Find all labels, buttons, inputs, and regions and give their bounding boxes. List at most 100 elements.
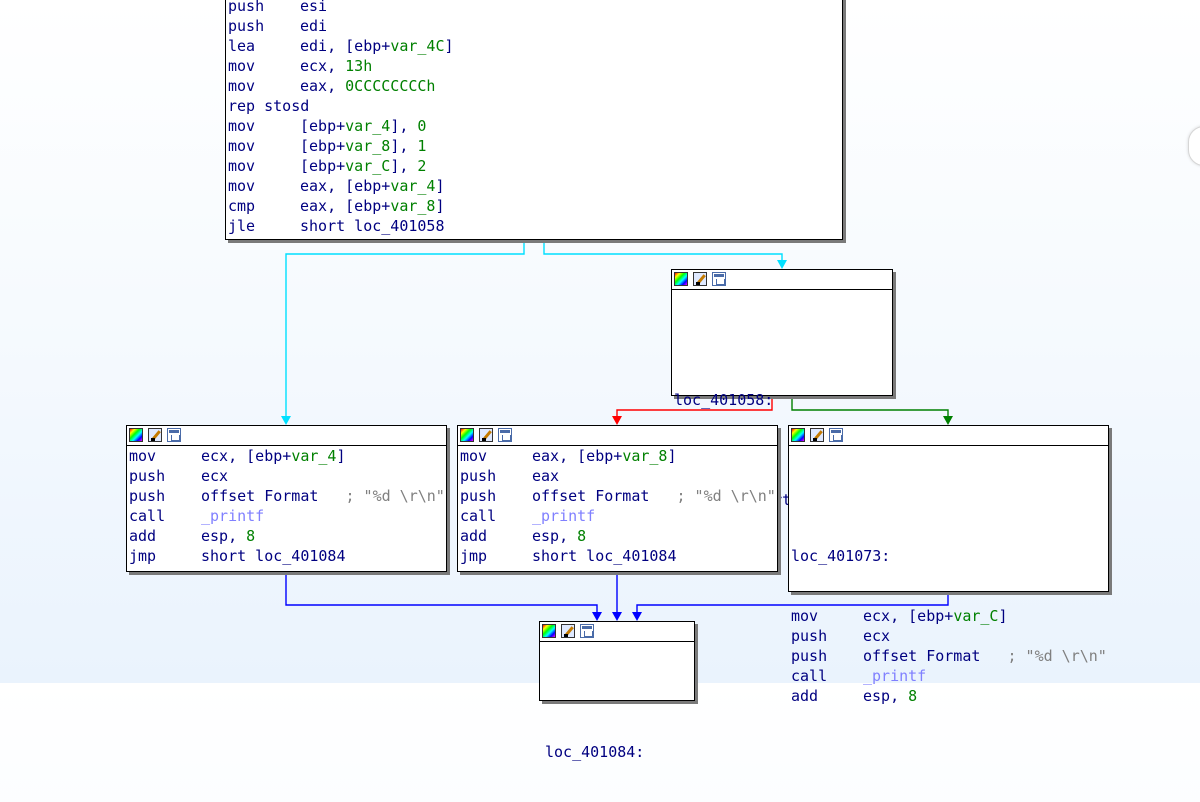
stack-variable: var_C xyxy=(953,607,999,625)
mnemonic: mov xyxy=(228,177,256,195)
operand-tail: ] xyxy=(667,447,677,465)
stack-variable: var_8 xyxy=(622,447,668,465)
edge-entry-to-loc-401058 xyxy=(543,240,783,260)
edit-icon[interactable] xyxy=(479,428,493,442)
edge-arrowhead xyxy=(943,416,953,425)
asm-line[interactable]: call_printf xyxy=(129,506,446,526)
operand: ecx, xyxy=(300,57,346,75)
edit-icon[interactable] xyxy=(148,428,162,442)
edit-icon[interactable] xyxy=(561,624,575,638)
operand-tail: ] xyxy=(444,37,454,55)
color-palette-icon[interactable] xyxy=(129,428,143,442)
immediate-value: 13h xyxy=(345,57,373,75)
block-loc-401058[interactable]: loc_401058: movedx, [ebp+var_8]cmpedx, [… xyxy=(671,269,893,509)
immediate-value: 2 xyxy=(417,157,427,175)
operand: esp, xyxy=(532,527,578,545)
block-label: loc_401073: xyxy=(791,547,891,565)
asm-line[interactable]: push ecx xyxy=(129,466,446,486)
mnemonic: push xyxy=(228,17,265,35)
mnemonic: call xyxy=(791,667,828,685)
operand: esp, xyxy=(863,687,909,705)
color-palette-icon[interactable] xyxy=(460,428,474,442)
color-palette-icon[interactable] xyxy=(791,428,805,442)
stack-variable: var_4 xyxy=(345,117,391,135)
color-palette-icon[interactable] xyxy=(674,272,688,286)
asm-line[interactable]: mov[ebp+var_8], 1 xyxy=(228,136,842,156)
asm-line[interactable]: mov[ebp+var_C], 2 xyxy=(228,156,842,176)
asm-line[interactable]: call_printf xyxy=(791,666,1108,686)
operand: short loc_401084 xyxy=(201,547,346,565)
mnemonic: push xyxy=(791,647,828,665)
mnemonic: jmp xyxy=(129,547,157,565)
graph-overview-icon[interactable] xyxy=(580,624,594,638)
asm-line[interactable]: jmp short loc_401084 xyxy=(129,546,446,566)
asm-line[interactable]: rep stosd xyxy=(228,96,842,116)
graph-overview-icon[interactable] xyxy=(829,428,843,442)
graph-overview-icon[interactable] xyxy=(712,272,726,286)
operand: ecx xyxy=(201,467,229,485)
mnemonic: call xyxy=(460,507,497,525)
mnemonic: push xyxy=(460,467,497,485)
operand: [ebp+ xyxy=(300,137,346,155)
operand: offset Format xyxy=(201,487,346,505)
graph-overview-icon[interactable] xyxy=(167,428,181,442)
block-loc-401084[interactable]: loc_401084: xyxy=(539,621,695,761)
block-header xyxy=(458,426,777,446)
edit-icon[interactable] xyxy=(693,272,707,286)
edge-false-to-print-var8 xyxy=(616,396,773,416)
operand: esp, xyxy=(201,527,247,545)
stack-variable: var_8 xyxy=(345,137,391,155)
color-palette-icon[interactable] xyxy=(542,624,556,638)
asm-line[interactable]: call_printf xyxy=(460,506,777,526)
mnemonic: rep stosd xyxy=(228,97,310,115)
operand-tail: ], xyxy=(390,137,418,155)
mnemonic: push xyxy=(129,467,166,485)
edge-loc-401073-to-loc-401084 xyxy=(636,592,949,612)
graph-overview-icon[interactable] xyxy=(498,428,512,442)
block-header xyxy=(789,426,1108,446)
comment: ; "%d \r\n" xyxy=(1007,647,1107,665)
operand: [ebp+ xyxy=(300,117,346,135)
immediate-value: 0 xyxy=(417,117,427,135)
operand: eax, [ebp+ xyxy=(300,177,391,195)
asm-line[interactable]: push edi xyxy=(228,16,842,36)
operand: ecx, [ebp+ xyxy=(863,607,954,625)
operand: edi xyxy=(300,17,328,35)
stack-variable: var_4C xyxy=(390,37,445,55)
mnemonic: push xyxy=(228,0,265,15)
edge-print-var4-to-loc-401084 xyxy=(285,572,598,612)
edit-icon[interactable] xyxy=(810,428,824,442)
operand: eax, xyxy=(300,77,346,95)
mnemonic: add xyxy=(460,527,488,545)
code-listing: loc_401084: xyxy=(540,642,694,802)
stack-variable: var_C xyxy=(345,157,391,175)
operand: offset Format xyxy=(532,487,677,505)
asm-line[interactable]: mov[ebp+var_4], 0 xyxy=(228,116,842,136)
mnemonic: mov xyxy=(129,447,157,465)
